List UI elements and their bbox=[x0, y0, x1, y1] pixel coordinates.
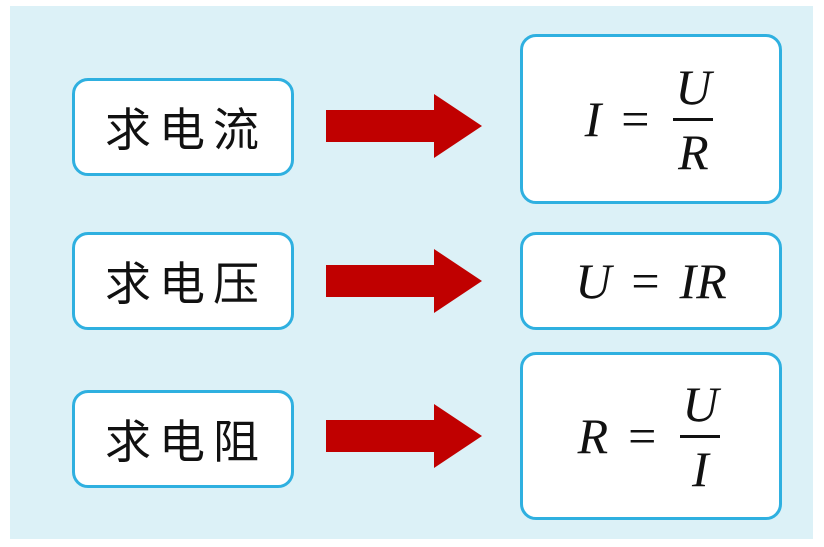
label-box-voltage: 求电压 bbox=[72, 232, 294, 330]
formula-resistance-fraction: U I bbox=[676, 379, 724, 494]
formula-voltage-equals: = bbox=[631, 253, 660, 309]
label-box-current: 求电流 bbox=[72, 78, 294, 176]
formula-resistance-lhs: R bbox=[577, 408, 609, 464]
formula-box-voltage: U = IR bbox=[520, 232, 782, 330]
formula-voltage-rhs: IR bbox=[679, 253, 727, 309]
formula-voltage: U = IR bbox=[575, 256, 727, 306]
label-voltage: 求电压 bbox=[105, 257, 267, 311]
formula-box-current: I = U R bbox=[520, 34, 782, 204]
formula-current-lhs: I bbox=[584, 91, 602, 147]
formula-box-resistance: R = U I bbox=[520, 352, 782, 520]
formula-current: I = U R bbox=[585, 62, 718, 177]
right-arrow-icon bbox=[326, 249, 482, 313]
formula-resistance-numerator: U bbox=[682, 375, 719, 432]
label-box-resistance: 求电阻 bbox=[72, 390, 294, 488]
formula-resistance: R = U I bbox=[578, 379, 725, 494]
right-arrow-icon bbox=[326, 94, 482, 158]
label-current: 求电流 bbox=[105, 103, 267, 157]
fraction-bar bbox=[680, 434, 721, 438]
formula-resistance-denominator: I bbox=[692, 440, 709, 497]
formula-current-fraction: U R bbox=[669, 62, 717, 177]
formula-current-numerator: U bbox=[675, 58, 712, 115]
formula-current-denominator: R bbox=[678, 123, 709, 180]
right-arrow-icon bbox=[326, 404, 482, 468]
label-resistance: 求电阻 bbox=[105, 415, 267, 469]
formula-resistance-equals: = bbox=[628, 408, 657, 464]
formula-current-equals: = bbox=[621, 91, 650, 147]
fraction-bar bbox=[673, 117, 714, 121]
formula-voltage-lhs: U bbox=[575, 253, 612, 309]
diagram-canvas: 求电流 I = U R 求电压 U = IR 求电阻 bbox=[10, 6, 813, 539]
